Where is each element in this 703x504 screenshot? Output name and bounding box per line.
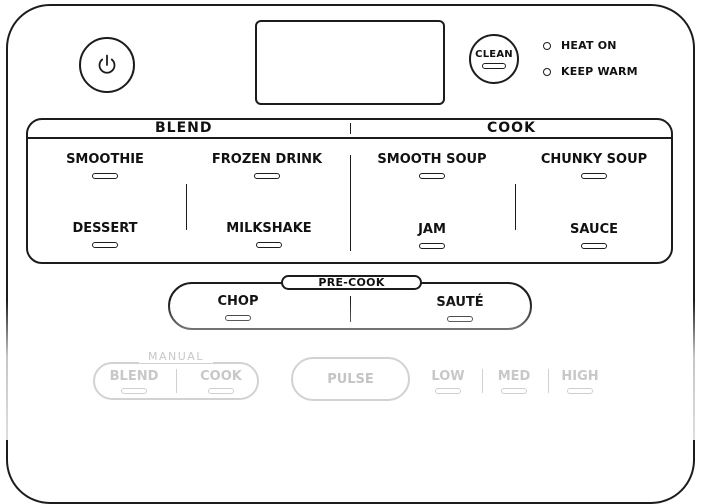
sauce-label: SAUCE xyxy=(569,222,618,237)
clean-label: CLEAN xyxy=(475,49,513,60)
keep-warm-indicator: KEEP WARM xyxy=(543,65,638,78)
cook-column-divider xyxy=(515,184,516,230)
mode-header-divider xyxy=(26,137,673,139)
cook-header: COOK xyxy=(487,120,536,136)
heat-on-indicator: HEAT ON xyxy=(543,39,617,52)
dessert-button[interactable]: DESSERT xyxy=(55,221,155,248)
frozen-drink-label: FROZEN DRINK xyxy=(211,152,323,167)
power-icon xyxy=(98,54,116,74)
manual-blend-button[interactable]: BLEND xyxy=(100,369,168,394)
blend-header: BLEND xyxy=(155,120,213,136)
display-screen xyxy=(255,20,445,105)
milkshake-label: MILKSHAKE xyxy=(226,221,312,236)
sauce-button[interactable]: SAUCE xyxy=(554,222,634,249)
milkshake-indicator xyxy=(256,242,282,248)
pulse-button[interactable]: PULSE xyxy=(291,357,410,401)
header-divider xyxy=(350,123,351,134)
med-indicator xyxy=(501,388,527,394)
low-speed-button[interactable]: LOW xyxy=(424,369,472,394)
jam-indicator xyxy=(419,243,445,249)
dessert-indicator xyxy=(92,242,118,248)
high-speed-button[interactable]: HIGH xyxy=(555,369,605,394)
manual-label: MANUAL xyxy=(139,350,213,363)
mode-panel xyxy=(26,118,673,264)
med-label: MED xyxy=(497,369,531,384)
chunky-soup-label: CHUNKY SOUP xyxy=(540,152,648,167)
power-button[interactable] xyxy=(79,37,135,93)
low-label: LOW xyxy=(431,369,465,384)
smooth-soup-button[interactable]: SMOOTH SOUP xyxy=(367,152,497,179)
speed-divider-2 xyxy=(548,369,549,393)
jam-button[interactable]: JAM xyxy=(396,222,468,249)
manual-cook-button[interactable]: COOK xyxy=(188,369,254,394)
jam-label: JAM xyxy=(418,222,446,237)
dessert-label: DESSERT xyxy=(72,221,138,236)
low-indicator xyxy=(435,388,461,394)
smoothie-label: SMOOTHIE xyxy=(66,152,144,167)
smoothie-indicator xyxy=(92,173,118,179)
manual-divider xyxy=(176,369,177,393)
chunky-soup-button[interactable]: CHUNKY SOUP xyxy=(529,152,659,179)
pulse-label: PULSE xyxy=(327,371,374,387)
precook-label: PRE-COOK xyxy=(281,275,422,290)
sauce-indicator xyxy=(581,243,607,249)
heat-on-light xyxy=(543,41,551,50)
clean-indicator xyxy=(482,63,506,69)
manual-blend-indicator xyxy=(121,388,147,394)
high-label: HIGH xyxy=(561,369,599,384)
heat-on-label: HEAT ON xyxy=(561,39,617,52)
manual-group xyxy=(93,362,259,400)
manual-cook-indicator xyxy=(208,388,234,394)
frozen-drink-button[interactable]: FROZEN DRINK xyxy=(197,152,337,179)
frozen-drink-indicator xyxy=(254,173,280,179)
keep-warm-label: KEEP WARM xyxy=(561,65,638,78)
high-indicator xyxy=(567,388,593,394)
manual-blend-label: BLEND xyxy=(109,369,159,384)
blend-column-divider xyxy=(186,184,187,230)
speed-divider-1 xyxy=(482,369,483,393)
med-speed-button[interactable]: MED xyxy=(490,369,538,394)
manual-cook-label: COOK xyxy=(200,369,242,384)
keep-warm-light xyxy=(543,67,551,76)
smoothie-button[interactable]: SMOOTHIE xyxy=(55,152,155,179)
smooth-soup-label: SMOOTH SOUP xyxy=(377,152,487,167)
chunky-soup-indicator xyxy=(581,173,607,179)
milkshake-button[interactable]: MILKSHAKE xyxy=(209,221,329,248)
smooth-soup-indicator xyxy=(419,173,445,179)
panel-bottom-fade xyxy=(4,300,699,440)
clean-button[interactable]: CLEAN xyxy=(469,34,519,84)
blend-cook-divider xyxy=(350,155,351,251)
